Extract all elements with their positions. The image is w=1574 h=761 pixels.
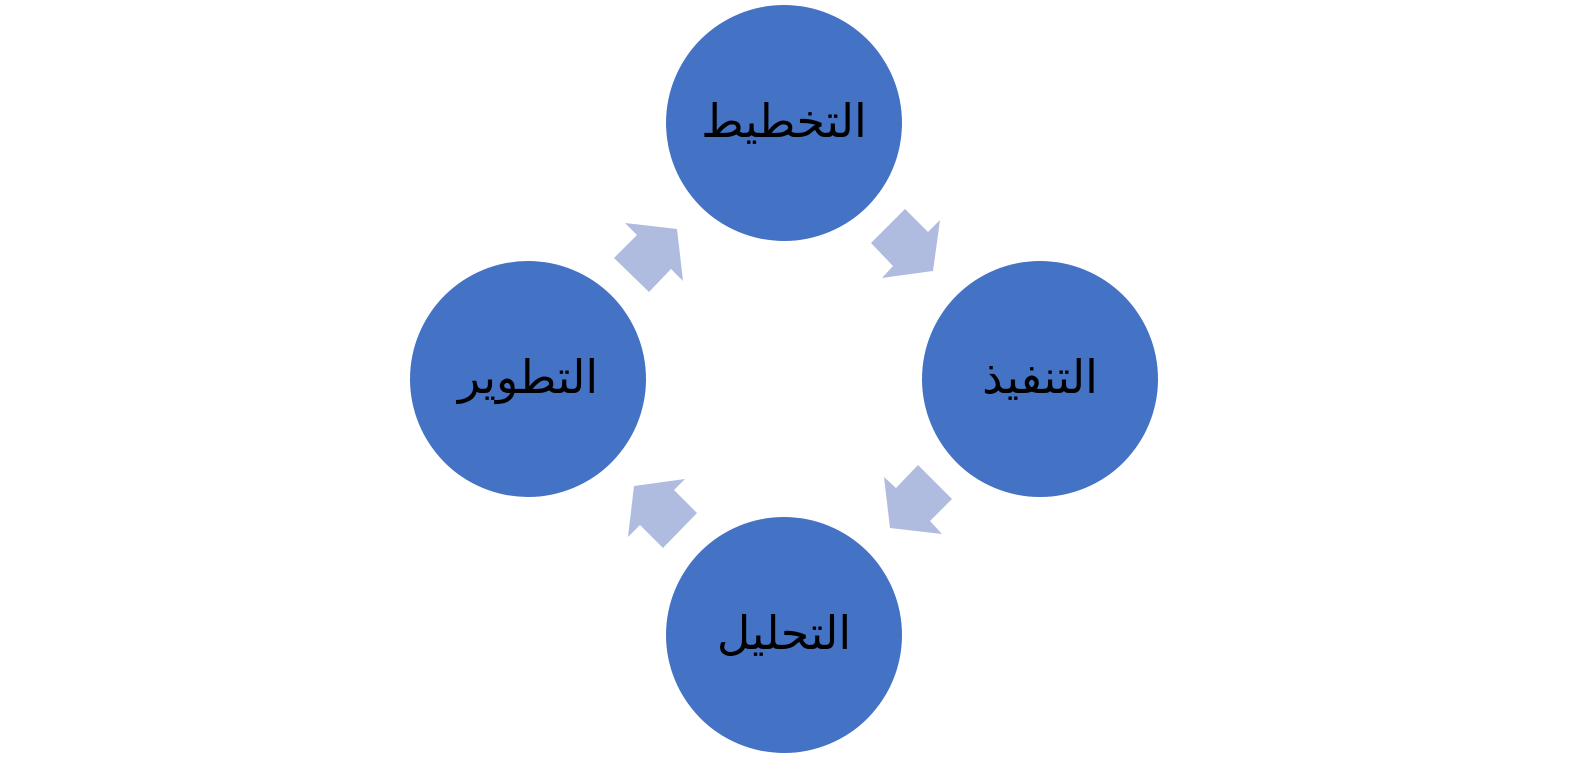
node-analysis: التحليل xyxy=(666,517,902,753)
arrow-implementation-to-analysis xyxy=(884,465,952,534)
node-planning: التخطيط xyxy=(666,5,902,241)
node-label: التنفيذ xyxy=(982,350,1098,404)
node-circle xyxy=(922,261,1158,497)
node-label: التطوير xyxy=(456,350,598,405)
node-label: التحليل xyxy=(717,606,851,660)
node-circle xyxy=(410,261,646,497)
node-development: التطوير xyxy=(410,261,646,497)
arrow-analysis-to-development xyxy=(628,479,697,548)
arrow-development-to-planning xyxy=(614,223,683,292)
node-circle xyxy=(666,5,902,241)
node-implementation: التنفيذ xyxy=(922,261,1158,497)
node-circle xyxy=(666,517,902,753)
node-label: التخطيط xyxy=(701,94,867,148)
arrow-planning-to-implementation xyxy=(871,209,940,278)
